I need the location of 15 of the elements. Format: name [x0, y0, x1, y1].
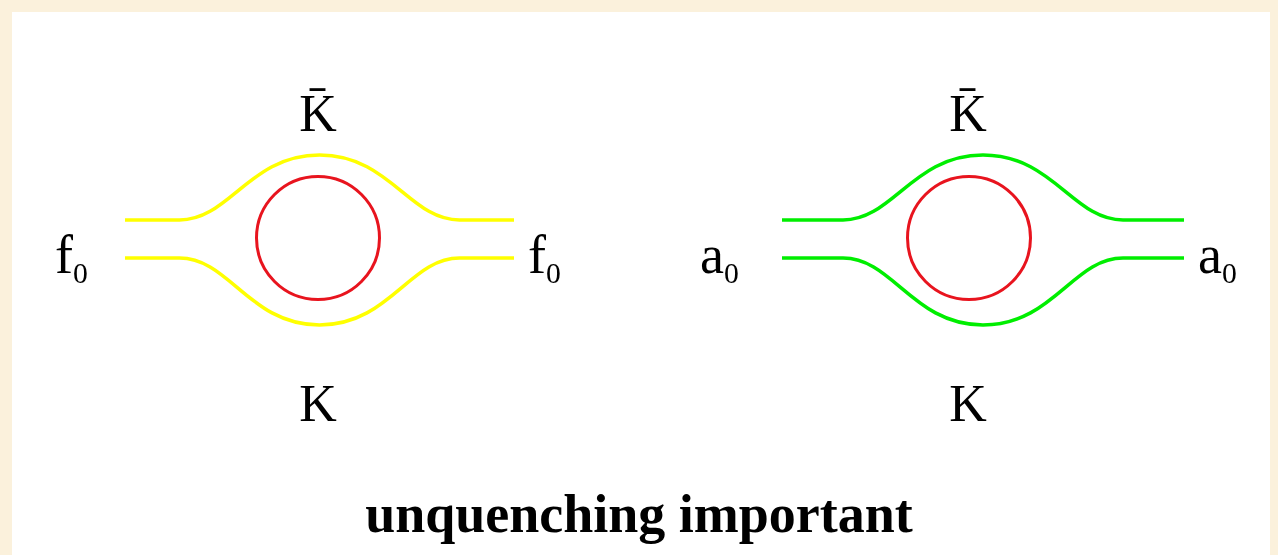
quark-line	[782, 256, 1184, 327]
meson-label: K̄	[299, 88, 337, 140]
quark-line	[782, 153, 1184, 222]
meson-label: K̄	[949, 88, 987, 140]
particle-label: a$_{0}$	[1198, 228, 1237, 290]
meson-label: K	[949, 378, 987, 430]
particle-label: f$_{0}$	[55, 228, 88, 290]
quark-line	[125, 256, 514, 327]
loop-circle	[255, 175, 381, 301]
loop-circle	[906, 175, 1032, 301]
quark-line	[125, 153, 514, 222]
particle-label: a$_{0}$	[700, 228, 739, 290]
caption: unquenching important	[364, 483, 914, 545]
particle-label: f$_{0}$	[528, 228, 561, 290]
meson-label: K	[299, 378, 337, 430]
